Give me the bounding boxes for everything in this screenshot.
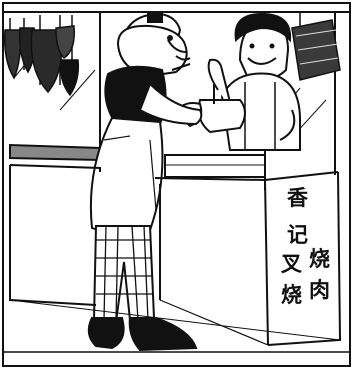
sign-char-shao-left: 烧 <box>281 282 302 307</box>
sign-char-shao-right: 烧 <box>309 246 330 271</box>
counter-case <box>9 164 342 346</box>
panel-border <box>2 2 351 367</box>
sign-char-rou: 肉 <box>309 277 330 302</box>
sign-char-xiang: 香 <box>287 185 309 210</box>
hanging-meat-middle <box>30 15 80 97</box>
customer <box>87 12 203 352</box>
sign-char-ji: 记 <box>287 222 308 247</box>
hanging-meat-right <box>291 12 341 81</box>
sign-char-cha: 叉 <box>280 251 303 276</box>
shop-sign: 香 记 烧 肉 叉 烧 <box>280 185 330 307</box>
hanging-meat-left <box>3 18 36 80</box>
shopkeeper <box>207 12 301 151</box>
